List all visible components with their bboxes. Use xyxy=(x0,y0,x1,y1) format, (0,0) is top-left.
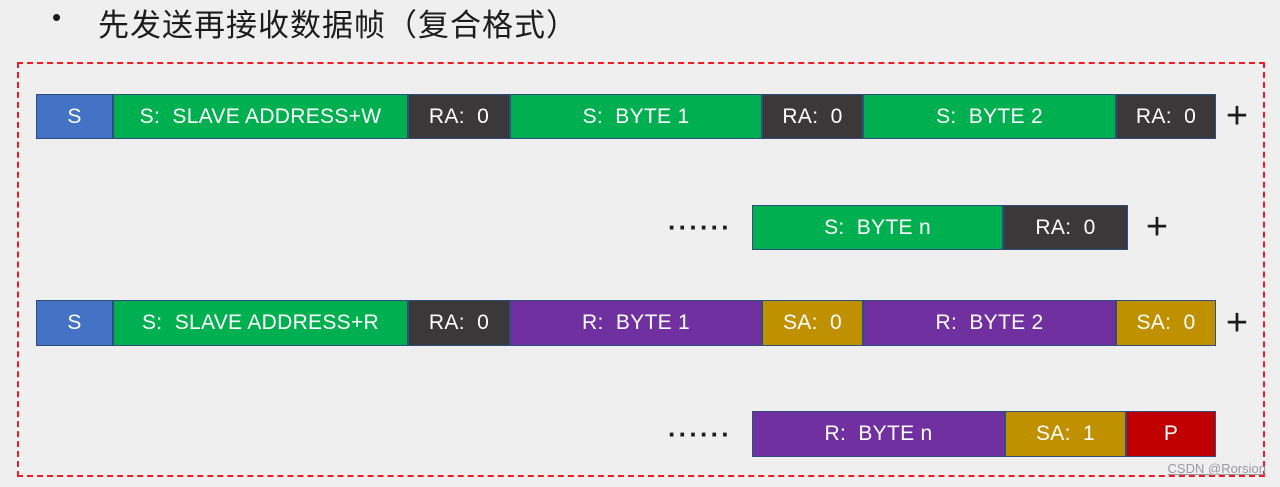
slave-address-r-box: S: SLAVE ADDRESS+R xyxy=(113,300,408,346)
write-byte2-box: S: BYTE 2 xyxy=(863,94,1116,139)
write-ack-box: RA: 0 xyxy=(1003,205,1128,250)
read-frame-continued-row: ······ R: BYTE n SA: 1 P xyxy=(0,411,1280,457)
continuation-ellipsis: ······ xyxy=(668,212,732,242)
plus-sign: + xyxy=(1145,206,1169,248)
write-byten-box: S: BYTE n xyxy=(752,205,1003,250)
start-condition-box: S xyxy=(36,300,113,346)
title-bullet: • xyxy=(52,2,62,32)
read-byten-box: R: BYTE n xyxy=(752,411,1005,457)
read-ack-box: SA: 0 xyxy=(1116,300,1216,346)
read-ack-box: SA: 1 xyxy=(1005,411,1126,457)
slave-address-w-box: S: SLAVE ADDRESS+W xyxy=(113,94,408,139)
write-byte1-box: S: BYTE 1 xyxy=(510,94,762,139)
write-ack-box: RA: 0 xyxy=(408,300,510,346)
plus-sign: + xyxy=(1225,95,1249,137)
start-condition-box: S xyxy=(36,94,113,139)
read-byte2-box: R: BYTE 2 xyxy=(863,300,1116,346)
write-ack-box: RA: 0 xyxy=(1116,94,1216,139)
diagram-dashed-frame xyxy=(17,62,1265,477)
write-ack-box: RA: 0 xyxy=(762,94,863,139)
plus-sign: + xyxy=(1225,301,1249,344)
continuation-ellipsis: ······ xyxy=(668,418,732,449)
read-ack-box: SA: 0 xyxy=(762,300,863,346)
write-frame-row: S S: SLAVE ADDRESS+W RA: 0 S: BYTE 1 RA:… xyxy=(0,94,1280,139)
stop-condition-box: P xyxy=(1126,411,1216,457)
write-frame-continued-row: ······ S: BYTE n RA: 0 + xyxy=(0,205,1280,250)
write-ack-box: RA: 0 xyxy=(408,94,510,139)
read-frame-row: S S: SLAVE ADDRESS+R RA: 0 R: BYTE 1 SA:… xyxy=(0,300,1280,346)
page-title: 先发送再接收数据帧（复合格式） xyxy=(98,8,578,43)
watermark: CSDN @Rorsion xyxy=(1167,461,1266,476)
read-byte1-box: R: BYTE 1 xyxy=(510,300,762,346)
